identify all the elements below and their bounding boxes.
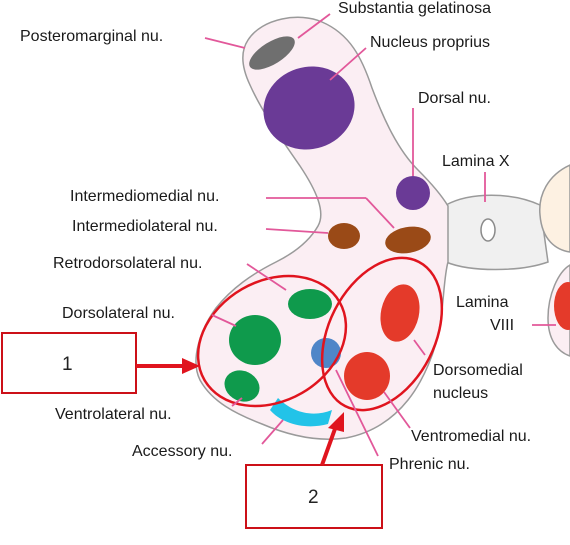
retrodorsolateral-nucleus [288, 289, 332, 319]
intermediolateral-nucleus [328, 223, 360, 249]
label-ventrolateral: Ventrolateral nu. [55, 406, 172, 423]
label-dorsolateral: Dorsolateral nu. [62, 305, 175, 322]
central-canal [480, 218, 496, 242]
label-nucleus-proprius: Nucleus proprius [370, 34, 490, 51]
ventrolateral-nucleus [224, 370, 260, 402]
label-accessory: Accessory nu. [132, 443, 232, 460]
posteromarginal-nucleus [249, 36, 295, 70]
dorsomedial-red-nucleus [380, 284, 420, 342]
label-substantia-gelatinosa: Substantia gelatinosa [338, 0, 491, 17]
label-lamina-x: Lamina X [442, 153, 510, 170]
right-grey-matter [539, 164, 570, 253]
nucleus-proprius [263, 66, 355, 150]
phrenic-nucleus [311, 338, 341, 368]
label-dorsal: Dorsal nu. [418, 90, 491, 107]
label-dorsomedial-line1: Dorsomedial [433, 362, 523, 379]
leader-lines [204, 13, 556, 457]
ventromedial-red-nucleus [344, 352, 390, 400]
highlight-ellipse-2 [320, 256, 444, 412]
callout-arrow-2-shaft [320, 425, 338, 466]
central-commissure [445, 194, 549, 271]
label-lamina-viii-line1: Lamina [456, 294, 509, 311]
callout-box-1 [1, 332, 137, 394]
accessory-nucleus [270, 398, 332, 427]
label-phrenic: Phrenic nu. [389, 456, 470, 473]
callout-box-2 [245, 464, 383, 529]
callout-arrow-1-head [182, 358, 200, 374]
dorsolateral-nucleus [229, 315, 281, 365]
label-ventromedial: Ventromedial nu. [411, 428, 531, 445]
label-retrodorsolateral: Retrodorsolateral nu. [53, 255, 202, 272]
dorsal-nucleus [396, 176, 430, 210]
callout-box-1-number: 1 [62, 354, 73, 375]
right-lamina-viii-nucleus [554, 282, 570, 330]
label-intermediolateral: Intermediolateral nu. [72, 218, 218, 235]
label-lamina-viii-line2: VIII [490, 317, 514, 334]
label-intermediomedial: Intermediomedial nu. [70, 188, 219, 205]
callout-box-2-number: 2 [308, 487, 319, 508]
label-posteromarginal: Posteromarginal nu. [20, 28, 163, 45]
label-dorsomedial-line2: nucleus [433, 385, 488, 402]
callout-arrow-2-head [328, 412, 344, 432]
intermediomedial-nucleus [385, 226, 431, 254]
